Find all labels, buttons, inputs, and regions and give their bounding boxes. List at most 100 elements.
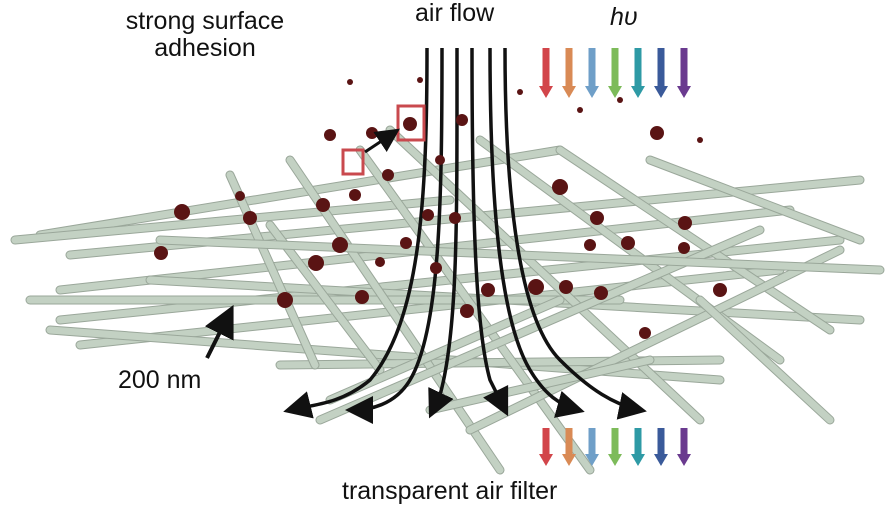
pm-particle xyxy=(552,179,568,195)
pm-particle xyxy=(678,216,692,230)
nanofiber-body xyxy=(11,196,454,244)
pm-particle xyxy=(308,255,324,271)
pm-particle xyxy=(617,97,623,103)
light-arrow-head xyxy=(654,454,668,466)
pm-particle xyxy=(481,283,495,297)
nanofiber-body xyxy=(356,146,594,474)
light-arrow xyxy=(608,428,622,466)
pm-particle xyxy=(435,155,445,165)
pm-particle xyxy=(621,236,635,250)
pm-particle xyxy=(517,89,523,95)
light-arrow xyxy=(654,428,668,466)
nanofiber xyxy=(555,145,835,335)
nanofiber xyxy=(645,155,865,245)
nanofiber-body xyxy=(696,296,834,424)
pm-particle xyxy=(559,280,573,294)
pm-particle xyxy=(449,212,461,224)
pm-particles xyxy=(154,77,727,339)
nanofiber xyxy=(35,145,565,240)
pm-particle xyxy=(430,262,442,274)
air-flow-line xyxy=(470,47,509,417)
light-arrow-head xyxy=(562,86,576,98)
pm-particle xyxy=(355,290,369,304)
air-flow-line xyxy=(283,47,429,419)
light-arrow-head xyxy=(539,454,553,466)
light-arrow-head xyxy=(631,454,645,466)
air-flow-line xyxy=(488,47,585,418)
nanofiber xyxy=(225,170,320,370)
pm-particle xyxy=(349,189,361,201)
light-arrow xyxy=(562,428,576,466)
pm-particle xyxy=(347,79,353,85)
light-arrow-head xyxy=(654,86,668,98)
pm-particle xyxy=(417,77,423,83)
pm-particle xyxy=(422,209,434,221)
pm-particle xyxy=(332,237,348,253)
pm-particle xyxy=(650,126,664,140)
pm-particle xyxy=(639,327,651,339)
light-arrow xyxy=(677,428,691,466)
incident-light-arrows xyxy=(539,48,691,98)
nanofiber-body xyxy=(226,171,319,369)
light-arrow xyxy=(539,428,553,466)
pm-particle xyxy=(243,211,257,225)
scale-pointer-arrow xyxy=(204,304,234,359)
light-arrow-head xyxy=(608,86,622,98)
light-arrow-head xyxy=(585,86,599,98)
nanofiber xyxy=(465,245,845,435)
pm-particle xyxy=(366,127,378,139)
adhesion-pointer-arrow xyxy=(364,128,400,154)
light-arrow xyxy=(585,48,599,98)
light-arrow-head xyxy=(631,86,645,98)
pm-particle xyxy=(400,237,412,249)
light-arrow xyxy=(539,48,553,98)
air-flow-label: air flow xyxy=(415,0,495,27)
pm-particle xyxy=(584,239,596,251)
pm-particle xyxy=(403,117,417,131)
light-arrow xyxy=(631,428,645,466)
nanofiber xyxy=(10,195,455,245)
nanofiber-body xyxy=(556,146,834,334)
pm-particle xyxy=(235,191,245,201)
light-arrow-head xyxy=(585,454,599,466)
air-flow-line xyxy=(345,47,444,424)
light-arrow-head xyxy=(677,454,691,466)
adhesion-highlight-boxes xyxy=(341,104,426,176)
pm-particle xyxy=(713,283,727,297)
light-arrow xyxy=(562,48,576,98)
light-arrow xyxy=(585,428,599,466)
pm-particle xyxy=(324,129,336,141)
pm-particle xyxy=(697,137,703,143)
filter-label: transparent air filter xyxy=(342,477,558,505)
nanofiber xyxy=(695,295,835,425)
nanofiber xyxy=(355,145,595,475)
adhesion-box-large xyxy=(396,104,426,142)
pm-particle xyxy=(174,204,190,220)
pm-particle xyxy=(460,304,474,318)
light-arrow-head xyxy=(608,454,622,466)
nanofiber-body xyxy=(36,146,564,239)
light-arrow xyxy=(608,48,622,98)
nanofiber-body xyxy=(646,156,864,244)
adhesion-box-small xyxy=(341,148,365,176)
light-arrow-head xyxy=(677,86,691,98)
pm-particle xyxy=(594,286,608,300)
scale-label: 200 nm xyxy=(118,366,202,394)
air-flow-line xyxy=(503,47,647,420)
transmitted-light-arrows xyxy=(539,428,691,466)
pm-particle xyxy=(154,246,168,260)
pm-particle xyxy=(456,114,468,126)
light-arrow xyxy=(631,48,645,98)
light-arrow xyxy=(677,48,691,98)
light-arrow-head xyxy=(562,454,576,466)
pm-particle xyxy=(678,242,690,254)
light-arrow xyxy=(654,48,668,98)
nanofiber-body xyxy=(466,246,844,434)
pm-particle xyxy=(375,257,385,267)
pm-particle xyxy=(590,211,604,225)
pm-particle xyxy=(577,107,583,113)
light-label: hυ xyxy=(610,3,638,31)
pm-particle xyxy=(528,279,544,295)
